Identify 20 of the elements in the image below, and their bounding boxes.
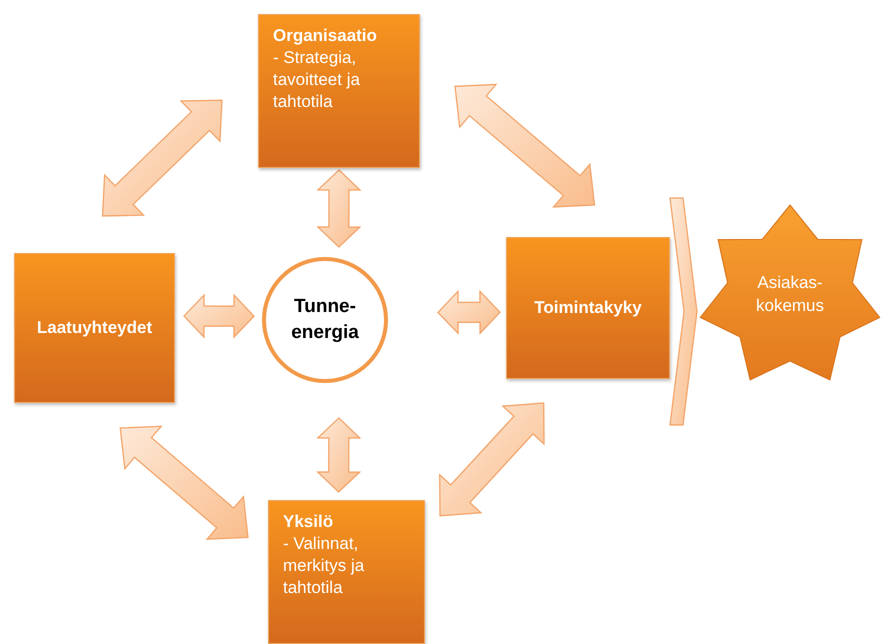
process-box	[258, 14, 420, 168]
double-arrow	[439, 402, 545, 516]
box-label: Laatuyhteydet	[36, 316, 152, 339]
box-heading: Yksilö	[283, 511, 334, 533]
circle-label: Tunne-energia	[290, 295, 360, 345]
double-arrow	[316, 417, 362, 493]
double-arrow	[183, 294, 255, 339]
star-label: Asiakas-kokemus	[754, 272, 826, 317]
double-arrow	[316, 169, 362, 248]
double-arrow	[120, 426, 249, 540]
double-arrow	[454, 84, 596, 208]
chevron-arrow	[669, 197, 698, 426]
box-heading: Organisaatio	[273, 25, 378, 47]
process-box	[268, 500, 425, 644]
box-text: - Valinnat, merkitys ja tahtotila	[283, 533, 366, 600]
process-box	[14, 253, 175, 403]
box-text: - Strategia, tavoitteet ja tahtotila	[273, 47, 361, 114]
double-arrow	[102, 100, 223, 217]
box-label: Toimintakyky	[534, 296, 642, 319]
double-arrow	[437, 290, 501, 335]
